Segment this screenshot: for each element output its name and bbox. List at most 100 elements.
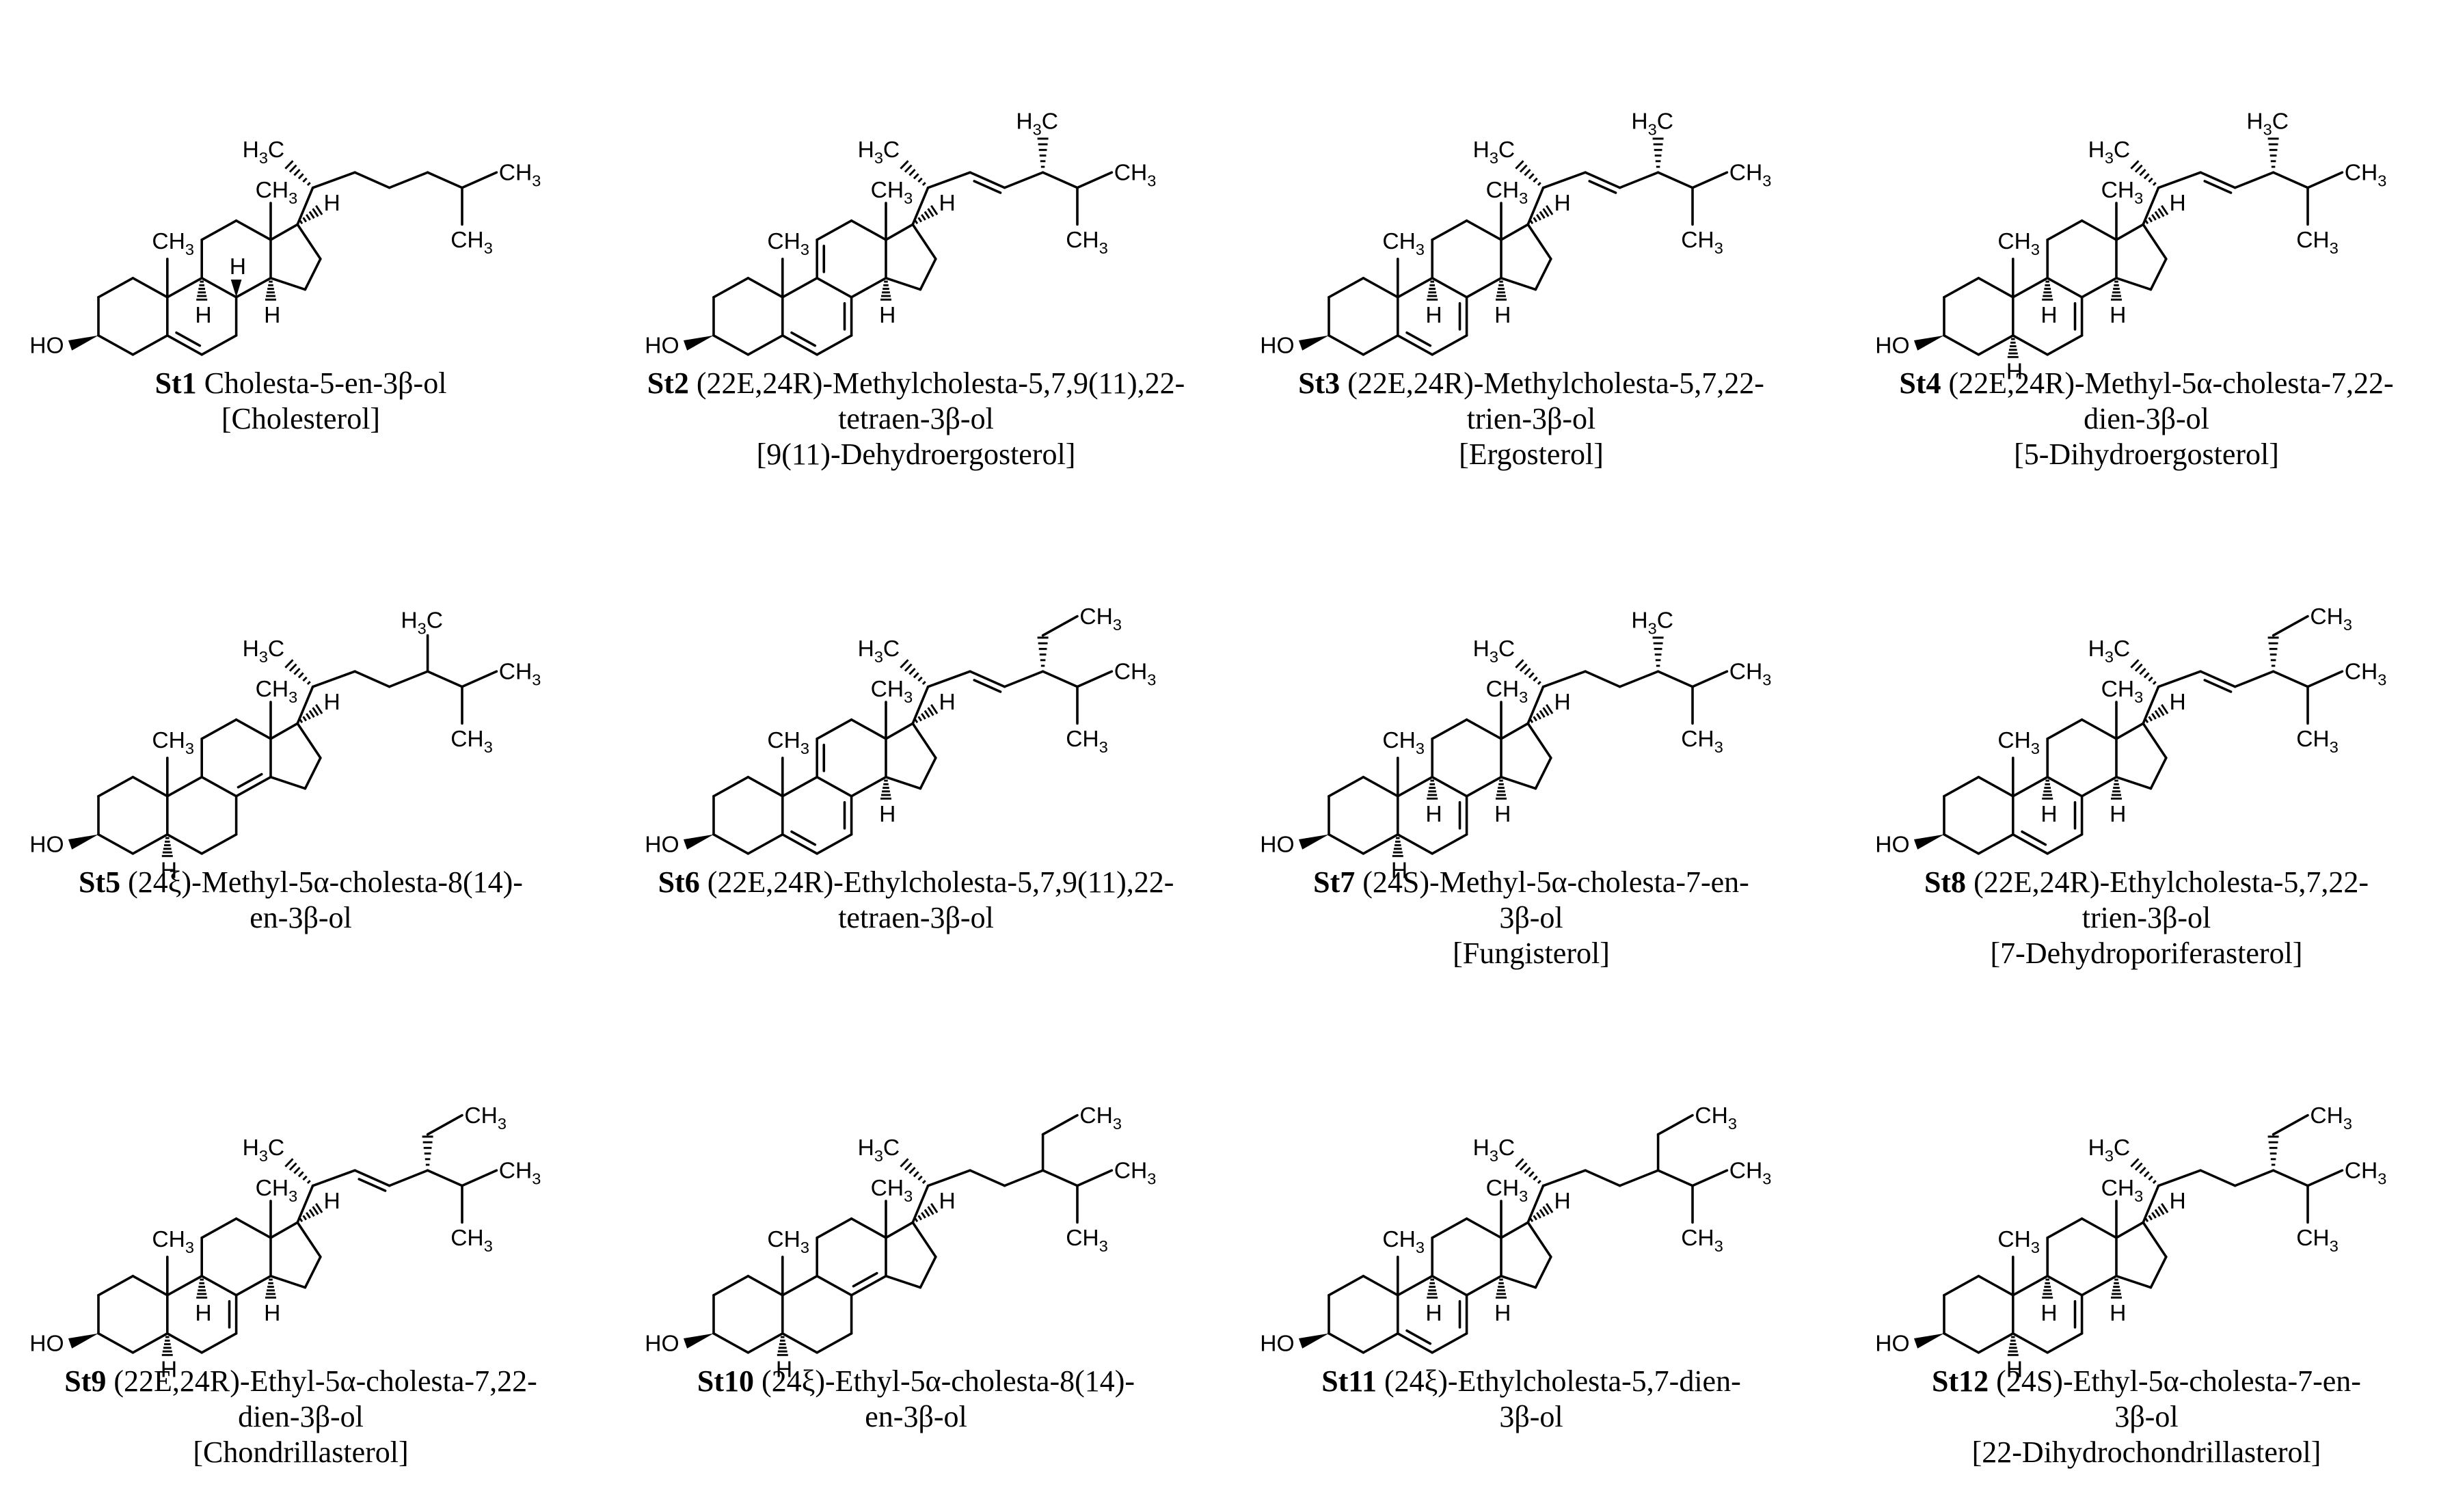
bond-c17-c13 [1500,1221,1529,1239]
compound-caption: St6 (22E,24R)-Ethylcholesta-5,7,9(11),22… [615,865,1217,936]
methyl-c27-label: CH3 [450,228,493,257]
compound-name-line1: (22E,24R)-Ethylcholesta-5,7,9(11),22- [707,865,1174,899]
bond-c4-c5 [746,1332,784,1354]
bond-c4-c5 [746,334,784,356]
bond-c1-c2 [712,776,750,798]
wedge-3-oh [1913,834,1944,850]
double-bond-c8-c14 [850,1275,887,1297]
bond-c11-c12 [816,1217,853,1239]
bond-c12-c13 [850,718,887,740]
hash-c21 [900,160,926,187]
hash-c21 [284,1158,311,1185]
methyl-c28-label: H3C [401,608,443,637]
bond-c20-c22 [2157,670,2202,688]
bond-c10-c1 [131,277,169,299]
bond-c3-c4 [1328,1332,1365,1354]
bond-c15-c16 [1534,757,1552,790]
bond-c25-c26 [1076,1169,1114,1187]
bond-c24-c25 [426,1169,463,1187]
bond-c4-c5 [131,334,169,356]
methyl-c26-label: CH3 [2345,659,2387,688]
methyl-c26-label: CH3 [2345,1158,2387,1187]
h8-label: H [230,254,246,280]
h17-label: H [323,690,340,715]
bond-c6-c7 [816,1332,853,1354]
bond-c25-c26 [2306,1169,2344,1187]
bond-c6-c7 [2046,833,2084,855]
methyl-c29-label: CH3 [1079,1103,1122,1133]
bond-c24-c25 [1656,171,1694,189]
hash-h17 [2144,1202,2169,1222]
bond-c8-c9 [816,776,853,798]
bond-c23-c24 [388,1169,429,1187]
bond-c28-c29 [1041,615,1079,637]
wedge-3-oh [68,1333,98,1349]
h17-label: H [939,1189,955,1214]
double-bond-c22-c23-inner [973,679,1002,693]
bond-c8-c9 [200,1275,238,1297]
compound-trivial-name: [Fungisterol] [1453,936,1610,970]
bond-c9-c10 [1397,277,1433,299]
bond-c25-c26 [461,670,498,688]
compound-code: St6 [658,865,700,899]
bond-c1-c2 [97,1275,135,1297]
bond-c17-c20 [911,1184,930,1224]
bond-c15-c16 [304,757,322,790]
bond-c24-c25 [426,670,463,688]
bond-c17-c13 [269,223,299,241]
wedge-3-oh [683,335,714,351]
double-bond-c22-c23 [1584,171,1621,189]
bond-c10-c1 [746,1275,784,1297]
bond-c25-c26 [1691,1169,1729,1187]
compound-caption: St12 (24S)-Ethyl-5α-cholesta-7-en-3β-ol[… [1846,1364,2447,1470]
bond-c15-c16 [919,1256,937,1289]
methyl-c27-label: CH3 [1066,1226,1108,1255]
bond-c4-c5 [1977,334,2015,356]
bond-c16-c17 [2142,223,2168,260]
double-bond-c22-c23 [2199,171,2237,189]
bond-c12-c13 [2080,219,2118,241]
bond-c11-c12 [2046,718,2084,740]
hash-h5 [2007,1336,2019,1356]
compound-name-line1: (22E,24R)-Methylcholesta-5,7,9(11),22- [696,366,1185,400]
h17-label: H [2169,1189,2185,1214]
bond-c9-c10 [781,1275,818,1297]
bond-c17-c20 [1526,685,1545,725]
methyl-c19-label: CH3 [1997,1227,2040,1256]
bond-c16-c17 [1526,722,1552,759]
double-bond-c5-c6 [1397,1332,1433,1354]
hydroxyl-label: HO [29,833,64,858]
hash-c28 [1037,636,1049,667]
bond-c8-c9 [1431,776,1468,798]
hash-h5 [2007,338,2019,358]
bond-c12-c13 [1465,219,1503,241]
bond-c4-c5 [131,1332,169,1354]
methyl-c27-label: CH3 [2296,727,2339,756]
bond-c6-c7 [2046,334,2084,356]
bond-c28-c29 [1041,1113,1079,1136]
bond-c10-c1 [131,1275,169,1297]
bond-c16-c17 [1526,1221,1552,1258]
hash-c28 [2267,1135,2279,1166]
bond-c1-c2 [1328,1275,1365,1297]
wedge-3-oh [1298,335,1329,351]
methyl-c26-label: CH3 [499,1158,541,1187]
methyl-c19-label: CH3 [1382,229,1425,258]
bond-c14-c15 [1500,776,1537,790]
bond-c20-c22 [926,1169,971,1187]
double-bond-c8-c14-inner [237,772,263,789]
bond-c5-c6 [2012,1332,2049,1354]
bond-c6-c7 [200,833,238,855]
hash-h17 [2144,204,2169,224]
hash-h5 [161,1336,173,1356]
compound-name-line1: (22E,24R)-Ethylcholesta-5,7,22- [1973,865,2369,899]
bond-c4-c5 [1977,833,2015,855]
bond-c17-c13 [885,722,914,740]
methyl-c27-label: CH3 [2296,228,2339,257]
compound-name-line2: 3β-ol [1499,1400,1563,1433]
bond-c17-c13 [885,223,914,241]
bond-c8-c9 [200,776,238,798]
